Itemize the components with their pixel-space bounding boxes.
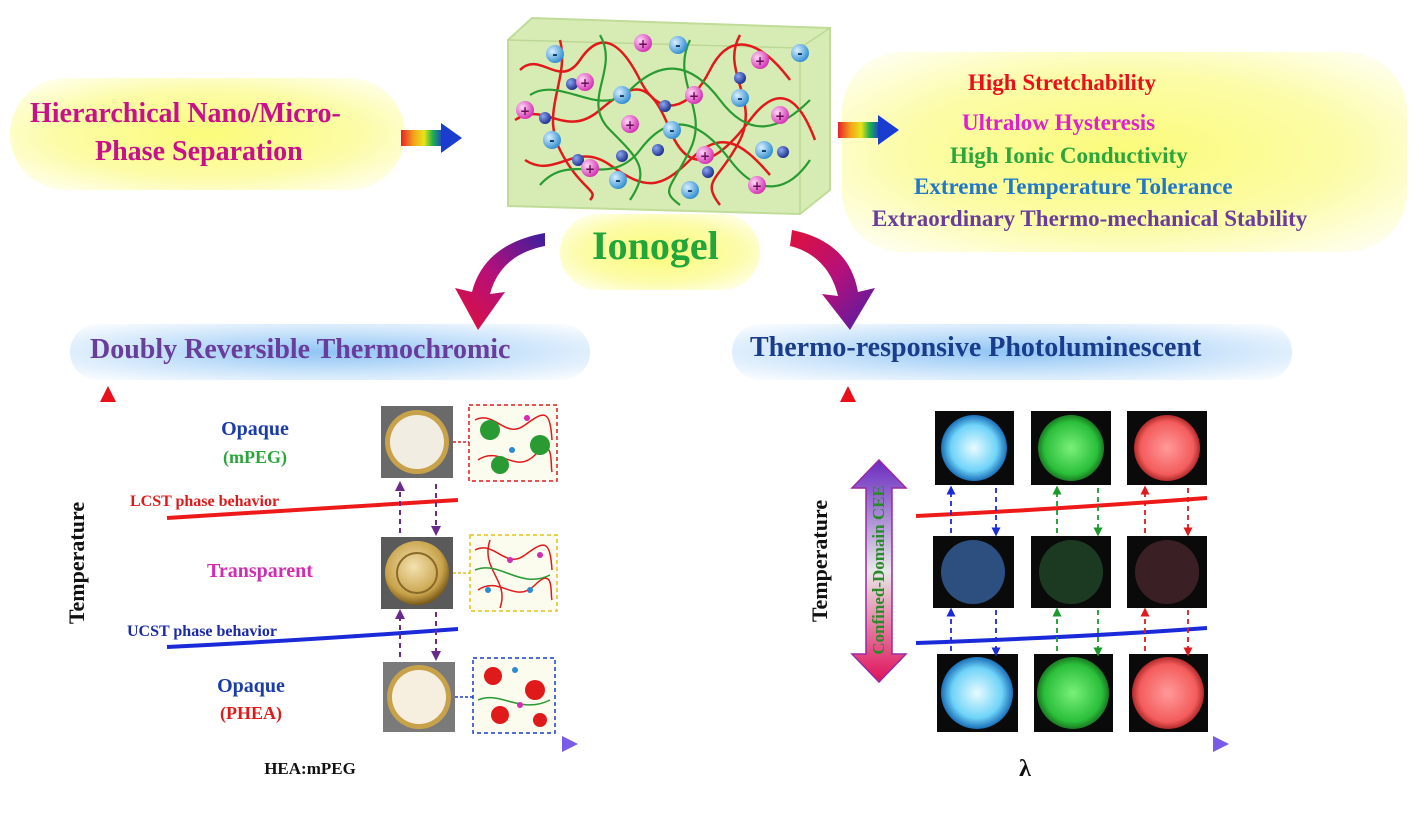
pl-top-row xyxy=(935,411,1207,485)
svg-text:+: + xyxy=(580,76,590,90)
ionogel-glow xyxy=(560,214,760,290)
state-bottom-sub: (PHEA) xyxy=(220,703,282,723)
rainbow-arrow-left xyxy=(401,123,462,153)
right-x-label: λ xyxy=(1019,756,1031,782)
property-5: Extraordinary Thermo-mechanical Stabilit… xyxy=(872,206,1308,231)
left-panel-title: Doubly Reversible Thermochromic xyxy=(90,334,511,365)
left-x-axis xyxy=(106,736,578,752)
property-4: Extreme Temperature Tolerance xyxy=(914,174,1233,199)
structure-mpeg xyxy=(468,404,558,482)
property-2: Ultralow Hysteresis xyxy=(962,110,1156,135)
curved-arrow-left xyxy=(455,233,545,330)
svg-text:-: - xyxy=(669,124,674,139)
svg-text:+: + xyxy=(625,118,635,132)
right-blue-line xyxy=(915,626,1208,645)
state-top-label: Opaque xyxy=(221,418,289,440)
right-y-label: Temperature xyxy=(807,499,832,623)
ucst-line xyxy=(166,627,459,649)
svg-text:-: - xyxy=(761,144,766,159)
right-title-glow xyxy=(732,324,1292,380)
photo-opaque-mpeg xyxy=(381,406,453,478)
svg-text:+: + xyxy=(689,89,699,103)
photo-transparent xyxy=(381,537,453,609)
svg-text:-: - xyxy=(619,89,624,104)
svg-text:+: + xyxy=(638,37,648,51)
svg-text:+: + xyxy=(752,179,762,193)
right-x-axis xyxy=(846,736,1229,752)
left-y-label: Temperature xyxy=(64,501,89,625)
left-y-axis xyxy=(100,386,116,745)
ionogel-block: - - - - - - - - - - + + + + + + + + + + xyxy=(507,16,831,216)
svg-text:+: + xyxy=(520,104,530,118)
pl-bottom-row xyxy=(937,654,1208,732)
svg-text:+: + xyxy=(585,162,595,176)
left-title-glow xyxy=(70,324,590,380)
state-mid-label: Transparent xyxy=(207,560,313,582)
right-y-axis xyxy=(840,386,856,745)
property-3: High Ionic Conductivity xyxy=(950,143,1188,168)
svg-text:+: + xyxy=(775,109,785,123)
property-1: High Stretchability xyxy=(968,70,1157,95)
right-red-line xyxy=(915,496,1208,518)
cee-label: Confined-Domain CEE xyxy=(869,485,888,655)
svg-text:+: + xyxy=(700,149,710,163)
rainbow-arrow-right xyxy=(838,115,899,145)
svg-text:-: - xyxy=(675,39,680,54)
curved-arrow-right xyxy=(790,230,875,330)
svg-text:-: - xyxy=(615,174,620,189)
left-label-line2: Phase Separation xyxy=(95,136,303,167)
ucst-label: UCST phase behavior xyxy=(127,623,277,640)
left-label-glow xyxy=(10,78,405,190)
lcst-label: LCST phase behavior xyxy=(130,493,280,510)
lcst-line xyxy=(166,498,459,520)
photo-opaque-phea xyxy=(383,662,455,732)
right-panel-title: Thermo-responsive Photoluminescent xyxy=(750,332,1202,363)
svg-text:-: - xyxy=(797,47,802,62)
structure-phea xyxy=(472,657,556,734)
svg-text:-: - xyxy=(737,92,742,107)
left-label-line1: Hierarchical Nano/Micro- xyxy=(30,98,341,129)
svg-text:-: - xyxy=(687,184,692,199)
cee-double-arrow xyxy=(850,458,908,684)
pl-middle-row xyxy=(933,536,1207,608)
properties-glow xyxy=(842,52,1407,252)
svg-text:-: - xyxy=(552,48,557,63)
state-top-sub: (mPEG) xyxy=(223,447,287,467)
state-bottom-label: Opaque xyxy=(217,675,285,697)
left-x-label: HEA:mPEG xyxy=(264,759,356,778)
svg-text:-: - xyxy=(549,134,554,149)
ionogel-label: Ionogel xyxy=(592,223,719,268)
structure-transparent xyxy=(469,534,558,612)
svg-text:+: + xyxy=(755,54,765,68)
